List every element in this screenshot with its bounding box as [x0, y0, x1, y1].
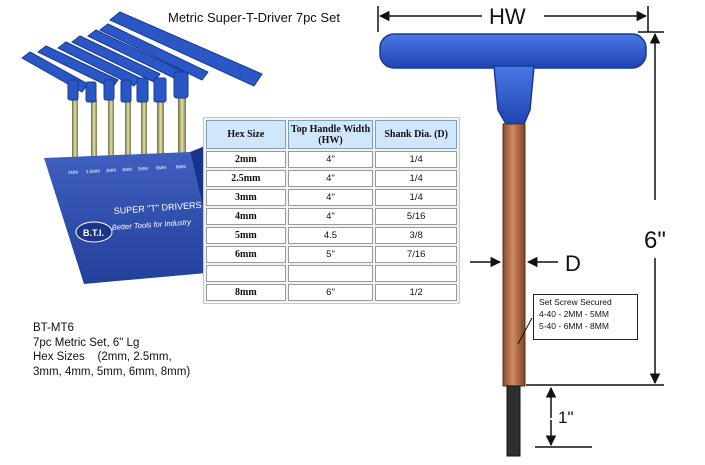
product-hex-sizes-cont: 3mm, 4mm, 5mm, 6mm, 8mm) [33, 365, 191, 378]
hex-tip [506, 385, 521, 457]
shank-dia-cell: 1/4 [375, 170, 457, 187]
hex-size-cell: 6mm [206, 246, 286, 263]
product-info: BT-MT6 7pc Metric Set, 6" Lg Hex Sizes (… [33, 321, 190, 379]
product-hex-sizes: Hex Sizes (2mm, 2.5mm, [33, 351, 172, 363]
dimension-diagram: HW 6" D 1" [377, 4, 666, 457]
shank-dia-cell: 1/4 [375, 151, 457, 168]
stand-marking-5mm: 5MM [138, 166, 148, 172]
hex-size-cell [206, 265, 286, 282]
handle-width-cell: 4" [287, 170, 374, 187]
stand-marking-2-5mm: 2.5MM [86, 168, 100, 174]
hex-size-cell: 2mm [206, 151, 286, 168]
product-desc: 7pc Metric Set, 6" Lg [33, 336, 140, 349]
tip-label: 1" [558, 408, 574, 427]
length-dimension: 6" [526, 31, 666, 386]
stand-marking-4mm: 4MM [122, 167, 132, 173]
header-handle-width: Top Handle Width (HW) [287, 120, 374, 149]
shank-dia-cell: 5/16 [375, 208, 457, 225]
header-hex-size: Hex Size [206, 120, 286, 149]
hex-size-cell: 8mm [206, 284, 286, 301]
handle-width-cell: 5" [287, 246, 374, 263]
hex-size-cell: 3mm [206, 189, 286, 206]
handle-width-cell: 4.5 [287, 227, 374, 244]
stand-marking-6mm: 6MM [156, 165, 166, 171]
page-title: Metric Super-T-Driver 7pc Set [168, 10, 340, 25]
table-row-empty [206, 265, 457, 282]
handle-width-cell: 4" [287, 189, 374, 206]
hex-size-cell: 4mm [206, 208, 286, 225]
handle-width-cell: 6" [287, 284, 374, 301]
handle-width-cell: 4" [287, 208, 374, 225]
set-screw-note: Set Screw Secured 4-40 - 2MM - 5MM 5-40 … [533, 294, 638, 340]
shank-dia-cell [375, 265, 457, 282]
header-shank-dia: Shank Dia. (D) [375, 120, 457, 149]
screw-note-title: Set Screw Secured [539, 297, 612, 307]
stand-logo: B.T.I. [83, 228, 104, 238]
shank [502, 123, 526, 387]
handle-width-cell: 4" [287, 151, 374, 168]
driver-handles [21, 11, 263, 103]
hw-dimension: HW [377, 4, 649, 32]
screw-note-line-2: 5-40 - 6MM - 8MM [539, 321, 609, 331]
d-label: D [565, 251, 581, 276]
shank-dia-cell: 7/16 [375, 246, 457, 263]
shank-dia-cell: 1/4 [375, 189, 457, 206]
handle-width-cell [287, 265, 374, 282]
stand-marking-2mm: 2MM [68, 170, 78, 176]
diameter-dimension: D [470, 251, 581, 276]
screw-callout-line [517, 317, 533, 345]
tip-dimension: 1" [535, 386, 592, 448]
screw-note-line-1: 4-40 - 2MM - 5MM [539, 309, 609, 319]
table-header-row: Hex Size Top Handle Width (HW) Shank Dia… [206, 120, 457, 149]
length-label: 6" [644, 227, 666, 254]
shank-dia-cell: 1/2 [375, 284, 457, 301]
driver-shafts [72, 94, 186, 166]
product-code: BT-MT6 [33, 322, 74, 334]
hex-size-cell: 2.5mm [206, 170, 286, 187]
spec-table: Hex Size Top Handle Width (HW) Shank Dia… [203, 117, 460, 304]
shank-dia-cell: 3/8 [375, 227, 457, 244]
hw-label: HW [489, 4, 526, 29]
t-handle [379, 33, 647, 125]
hex-size-cell: 5mm [206, 227, 286, 244]
stand-marking-8mm: 8MM [176, 164, 186, 170]
stand-marking-3mm: 3MM [106, 168, 116, 174]
